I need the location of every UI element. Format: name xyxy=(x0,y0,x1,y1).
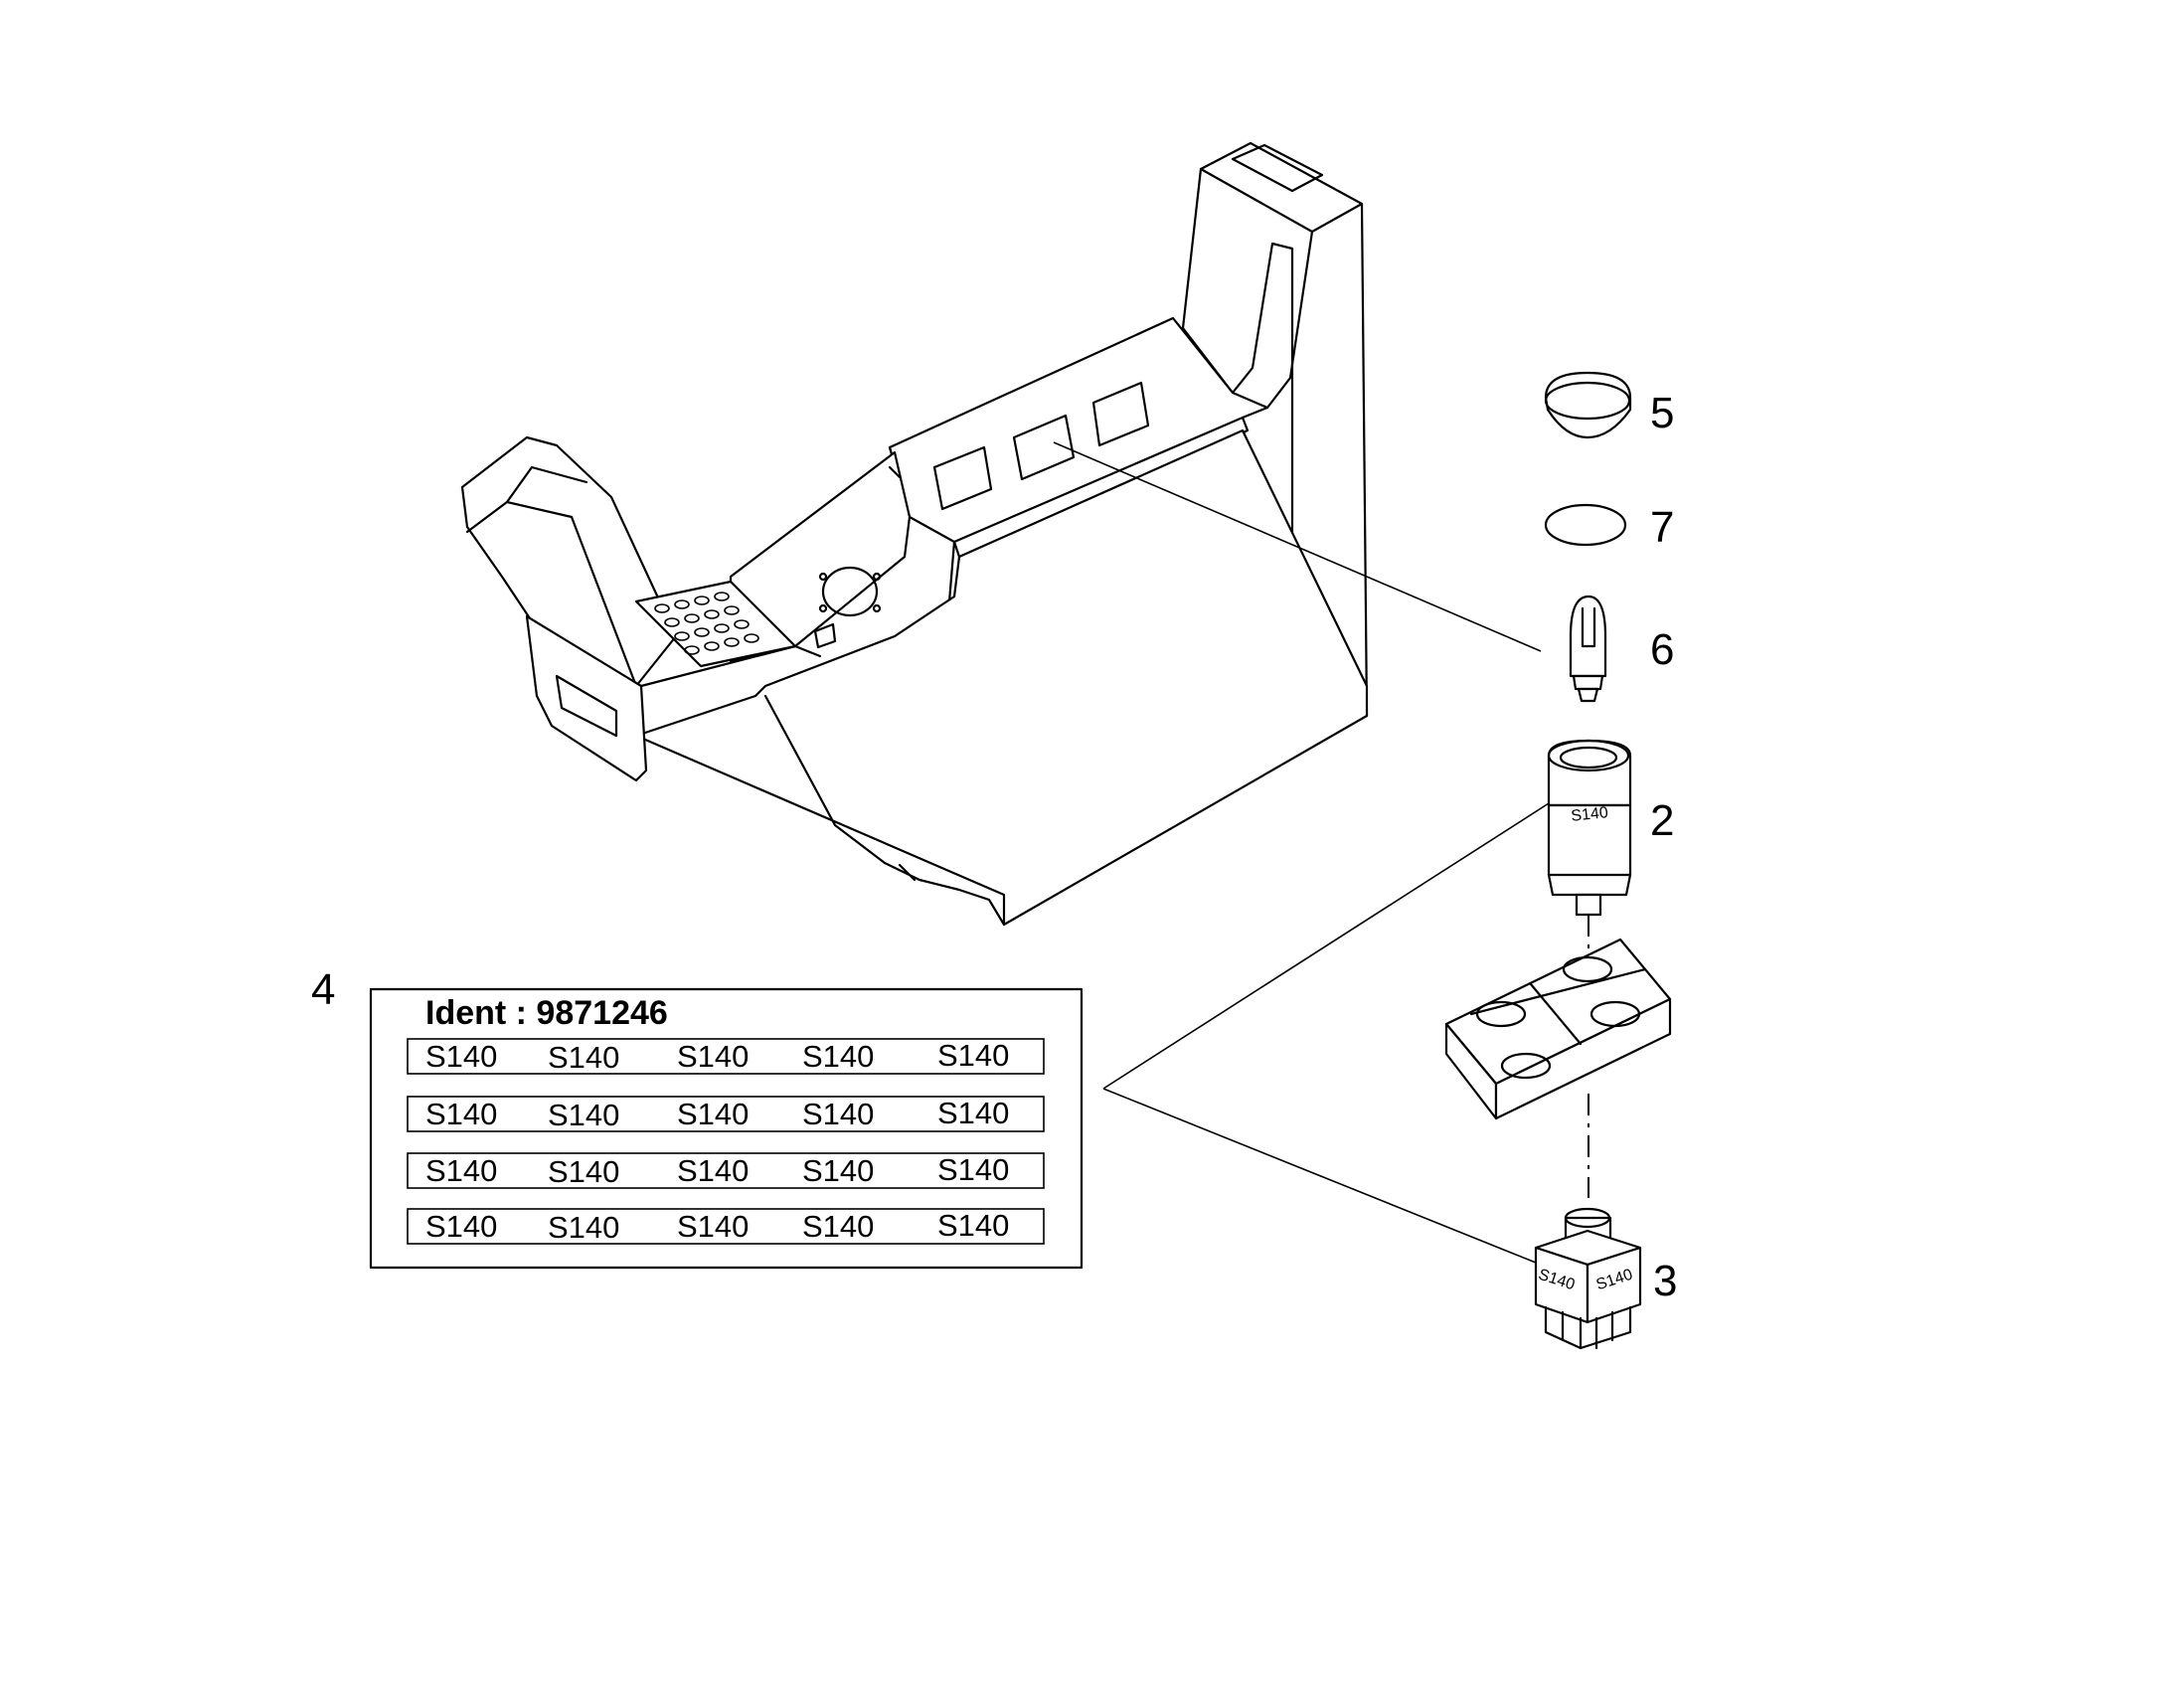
label-cell: S140 xyxy=(677,1209,749,1244)
leader-line-6 xyxy=(1053,441,1542,652)
label-cell: S140 xyxy=(548,1154,619,1189)
label-row-3: S140 S140 S140 S140 S140 xyxy=(425,1152,1009,1189)
grille-holes xyxy=(654,592,759,655)
label-cell: S140 xyxy=(548,1098,619,1132)
switch-part-2: S140 xyxy=(1547,739,1632,917)
callout-6: 6 xyxy=(1650,625,1674,674)
label-row-4: S140 S140 S140 S140 S140 xyxy=(425,1208,1009,1245)
label-cell: S140 xyxy=(425,1097,497,1131)
label-cell: S140 xyxy=(677,1097,749,1131)
mounting-plate xyxy=(1444,938,1672,1120)
bulb-part-6 xyxy=(1569,595,1607,703)
label-cell: S140 xyxy=(937,1208,1009,1243)
label-row-1: S140 S140 S140 S140 S140 xyxy=(425,1038,1009,1075)
console-panel xyxy=(460,141,1369,927)
ident-title: Ident : 9871246 xyxy=(425,994,668,1032)
label-cell: S140 xyxy=(802,1209,874,1244)
switch-label-text: S140 xyxy=(1571,804,1609,825)
label-cell: S140 xyxy=(548,1040,619,1075)
callout-7: 7 xyxy=(1650,503,1674,552)
label-cell: S140 xyxy=(425,1209,497,1244)
callout-2: 2 xyxy=(1650,796,1674,845)
label-cell: S140 xyxy=(937,1038,1009,1073)
label-sheet-part-4: Ident : 9871246 S140 S140 S140 S140 S140… xyxy=(369,987,1084,1270)
label-cell: S140 xyxy=(937,1152,1009,1187)
seal-ring-part-7 xyxy=(1544,503,1627,547)
cap-part-5 xyxy=(1544,371,1632,439)
label-cell: S140 xyxy=(802,1097,874,1131)
callout-3: 3 xyxy=(1653,1257,1677,1305)
label-cell: S140 xyxy=(425,1153,497,1188)
switch-block-part-3: S140 S140 xyxy=(1534,1207,1642,1350)
label-cell: S140 xyxy=(937,1096,1009,1130)
label-cell: S140 xyxy=(548,1210,619,1245)
label-row-2: S140 S140 S140 S140 S140 xyxy=(425,1096,1009,1132)
label-cell: S140 xyxy=(677,1153,749,1188)
label-cell: S140 xyxy=(425,1039,497,1074)
label-cell: S140 xyxy=(677,1039,749,1074)
label-cell: S140 xyxy=(802,1039,874,1074)
label-cell: S140 xyxy=(802,1153,874,1188)
callout-4: 4 xyxy=(311,965,335,1014)
callout-5: 5 xyxy=(1650,389,1674,437)
leader-lines-4 xyxy=(1102,802,1550,1264)
